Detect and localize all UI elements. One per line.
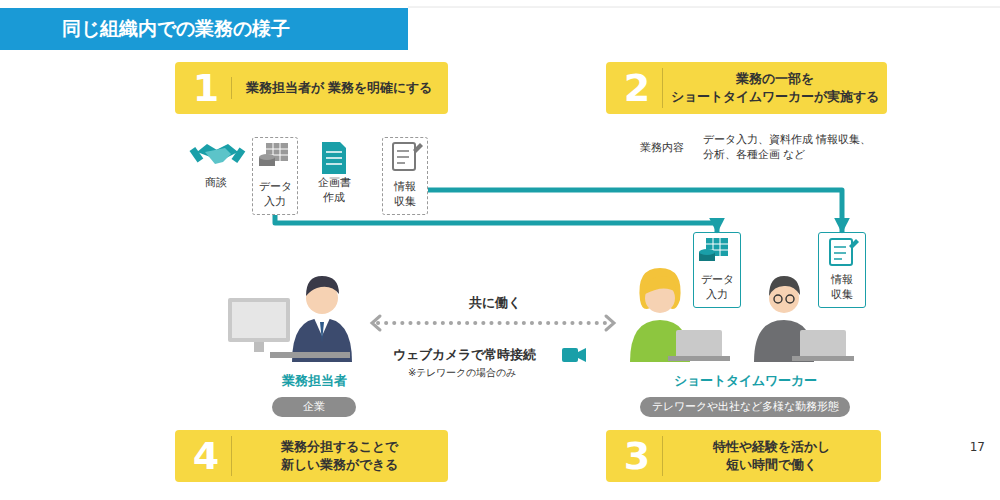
label-text: データ入力、資料作成 情報収集、分析、各種企画 など — [703, 133, 875, 163]
cooperation-arrow — [372, 316, 614, 330]
step-number: 2 — [612, 69, 662, 107]
step-text: 特性や経験を活かし 短い時間で働く — [662, 436, 875, 476]
step-text: 業務の一部を ショートタイムワーカーが実施する — [662, 68, 883, 108]
task-box: 情報 収集 — [382, 137, 428, 215]
label-text: 業務内容 — [640, 141, 700, 156]
database-icon — [259, 143, 288, 166]
task-box: データ 入力 — [252, 137, 298, 215]
task-label: データ 入力 — [255, 180, 295, 209]
staff-person — [228, 276, 352, 362]
label-text: ショートタイムワーカー — [630, 372, 860, 390]
label-text: 商談 — [193, 176, 239, 191]
step-text: 業務分担することで 新しい業務ができる — [231, 436, 442, 476]
database-icon — [699, 238, 728, 261]
task-label: データ 入力 — [696, 273, 738, 302]
label-text: 企画書 作成 — [313, 176, 355, 206]
task-box: データ 入力 — [693, 232, 741, 308]
camera-icon — [562, 348, 586, 362]
category-pill: 企業 — [272, 397, 356, 417]
rule-line — [408, 7, 1000, 8]
pill-text: 企業 — [303, 400, 325, 414]
task-box: 情報 収集 — [818, 232, 866, 308]
label-text: ※テレワークの場合のみ — [408, 366, 558, 380]
clipboard-icon — [830, 239, 859, 265]
task-label: 情報 収集 — [385, 180, 425, 209]
page-number: 17 — [955, 439, 985, 455]
step-number: 3 — [612, 437, 662, 475]
step-number: 4 — [181, 437, 231, 475]
label-text: ウェブカメラで常時接続 — [393, 346, 558, 364]
step-box: 4業務分担することで 新しい業務ができる — [175, 430, 448, 482]
category-pill: テレワークや出社など多様な勤務形態 — [640, 397, 850, 417]
step-box: 1業務担当者が 業務を明確にする — [175, 62, 448, 114]
step-number: 1 — [181, 69, 231, 107]
document-icon — [322, 142, 346, 174]
label-text: 共に働く — [450, 294, 540, 312]
flow-arrow — [275, 215, 717, 232]
step-box: 2業務の一部を ショートタイムワーカーが実施する — [606, 62, 887, 114]
title-band: 同じ組織内での業務の様子 — [0, 8, 408, 50]
handshake-icon — [190, 144, 246, 164]
label-text: 業務担当者 — [259, 372, 369, 390]
flow-arrow — [428, 190, 842, 232]
step-text: 業務担当者が 業務を明確にする — [231, 77, 442, 99]
clipboard-icon — [393, 143, 423, 170]
title-text: 同じ組織内での業務の様子 — [62, 16, 290, 42]
pill-text: テレワークや出社など多様な勤務形態 — [652, 400, 839, 414]
task-label: 情報 収集 — [821, 273, 863, 302]
step-box: 3特性や経験を活かし 短い時間で働く — [606, 430, 881, 482]
